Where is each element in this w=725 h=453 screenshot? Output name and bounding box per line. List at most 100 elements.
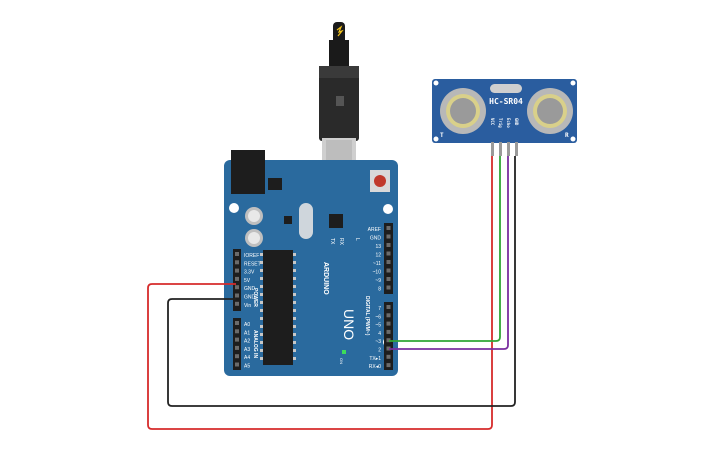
model-label: UNO (341, 309, 357, 340)
digital-pin-label: ~6 (375, 314, 381, 320)
chip-pin (260, 269, 263, 272)
power-pin-label: 3.3V (244, 270, 255, 276)
chip-pin (293, 341, 296, 344)
chip-pin (293, 325, 296, 328)
digital-pin-label: 7 (378, 306, 381, 312)
header-hole (386, 329, 391, 334)
power-pin-label: IOREF (244, 253, 259, 259)
power-pin-label: GND (244, 295, 256, 301)
sensor-pin-label: VCC (490, 118, 495, 126)
power-pin-label: RESET (244, 261, 261, 267)
sensor-pin-label: GND (514, 118, 519, 126)
digital-pin-label: ~10 (373, 270, 382, 276)
power-pin-label: GND (244, 286, 256, 292)
analog-pin-label: A5 (244, 364, 250, 370)
on-led (342, 350, 346, 354)
header-hole (235, 329, 239, 334)
header-hole (235, 301, 239, 306)
header-hole (235, 345, 239, 350)
header-hole (386, 354, 391, 359)
header-hole (235, 268, 239, 273)
header-hole (386, 234, 391, 239)
digital-pin-label: ~5 (375, 323, 381, 329)
power-pin-label: Vin (244, 303, 251, 309)
analog-label: ANALOG IN (252, 330, 258, 358)
chip-pin (260, 317, 263, 320)
header-hole (235, 337, 239, 342)
corner-left-label: T (440, 132, 444, 139)
chip-pin (260, 325, 263, 328)
header-hole (235, 321, 239, 325)
header-hole (235, 276, 239, 281)
chip-pin (293, 301, 296, 304)
header-hole (386, 321, 391, 326)
chip-pin (260, 301, 263, 304)
wires (147, 156, 516, 430)
wire-trig-pin3 (389, 156, 501, 342)
wire-gnd-gnd (167, 156, 516, 407)
header-hole (386, 313, 391, 318)
digital-header-top (384, 223, 393, 294)
digital-pin-label: ~3 (375, 339, 381, 345)
header-hole (386, 346, 391, 351)
chip-pin (293, 253, 296, 256)
header-hole (235, 293, 239, 298)
header-hole (235, 260, 239, 265)
chip-pin (293, 309, 296, 312)
digital-pin-label: 12 (375, 253, 381, 259)
header-hole (235, 252, 239, 256)
digital-pin-label: 2 (378, 348, 381, 354)
header-hole (386, 251, 391, 256)
led-label: RX (338, 238, 344, 246)
digital-header-bottom (384, 302, 393, 370)
chip-pin (293, 349, 296, 352)
chip-pin (293, 261, 296, 264)
digital-label: DIGITAL (PWM~) (364, 296, 370, 336)
analog-pin-label: A4 (244, 355, 250, 361)
on-label: ON (339, 358, 344, 364)
digital-pin-label: ~9 (375, 278, 381, 284)
header-hole (386, 285, 391, 290)
analog-pin-label: A2 (244, 339, 250, 345)
wire-echo-pin2 (389, 156, 509, 350)
digital-pin-label: 8 (378, 287, 381, 293)
led-label: L (354, 238, 360, 241)
chip-pin (260, 293, 263, 296)
chip-pin (260, 261, 263, 264)
chip-pin (293, 333, 296, 336)
header-hole (386, 226, 391, 230)
arduino-board: ARDUINO UNO POWER ANALOG IN DIGITAL (PWM… (224, 150, 398, 376)
digital-pin-label: RX◂0 (369, 364, 381, 370)
header-hole (386, 268, 391, 273)
sensor-pins (491, 142, 518, 156)
sensor-pin-label: Echo (506, 118, 511, 128)
sensor-name: HC-SR04 (489, 97, 523, 106)
power-pin-label: 5V (244, 278, 251, 284)
analog-pin-label: A3 (244, 347, 250, 353)
chip-pin (260, 349, 263, 352)
power-label: POWER (252, 288, 258, 307)
header-hole (386, 243, 391, 247)
chip-pin (260, 253, 263, 256)
digital-pin-label: TX▸1 (369, 356, 381, 362)
chip-pin (293, 317, 296, 320)
chip-pin (293, 285, 296, 288)
analog-pin-label: A1 (244, 330, 250, 336)
chip-pin (260, 309, 263, 312)
wire-5v-vcc (147, 156, 493, 430)
chip-pin (260, 341, 263, 344)
analog-header (233, 318, 241, 370)
header-hole (235, 362, 239, 367)
atmega-chip (263, 250, 293, 365)
dc-jack (231, 150, 265, 194)
header-hole (235, 285, 239, 290)
header-hole (386, 260, 391, 264)
chip-pin (260, 333, 263, 336)
chip-pin (293, 293, 296, 296)
chip-pin (260, 285, 263, 288)
header-hole (235, 354, 239, 359)
chip-pin (260, 357, 263, 360)
chip-pin (293, 269, 296, 272)
